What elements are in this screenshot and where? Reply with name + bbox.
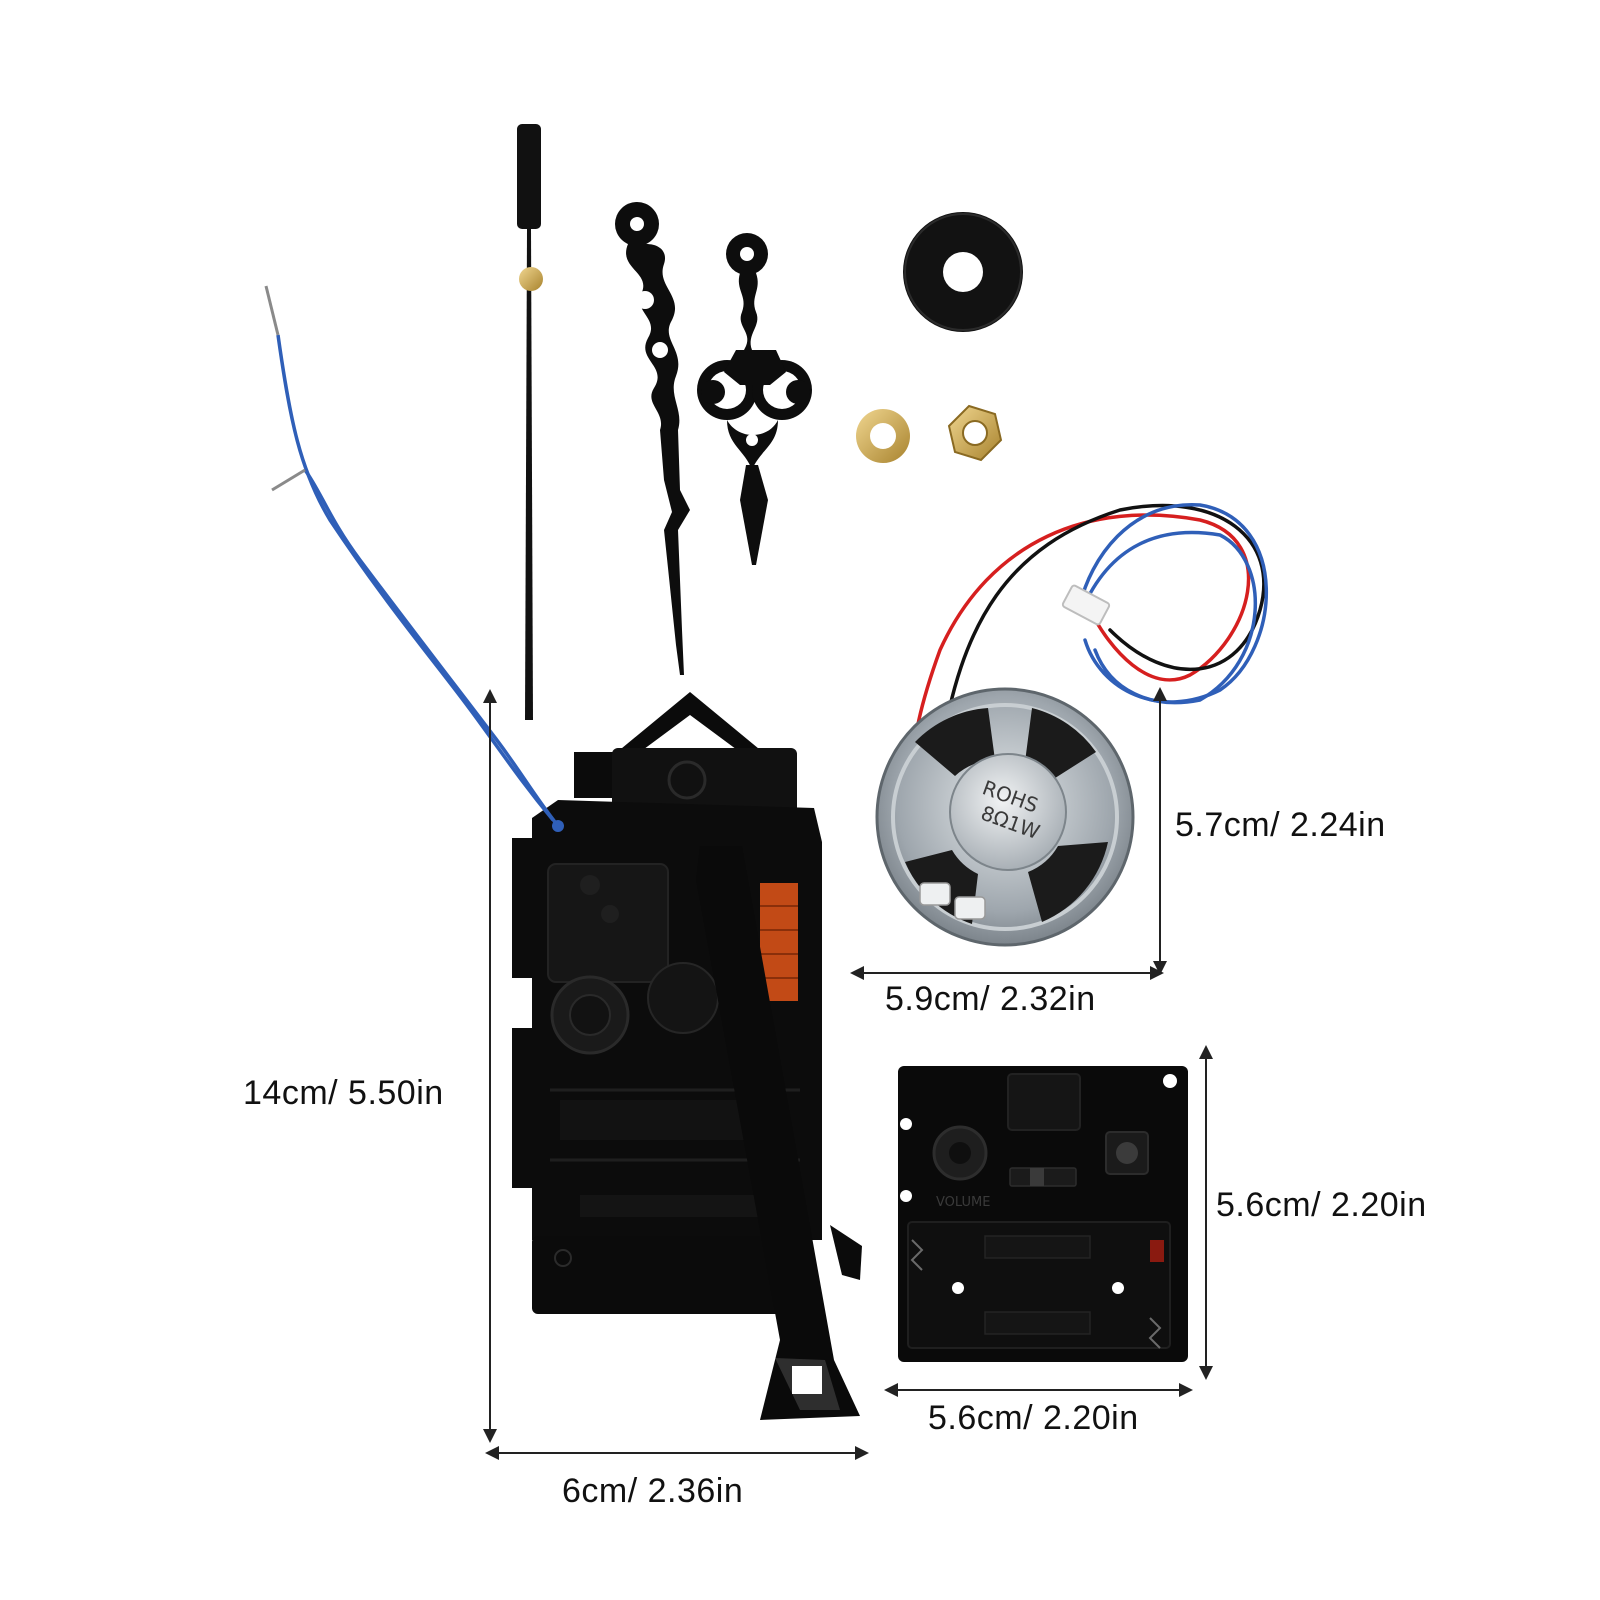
second-hand	[517, 124, 543, 720]
control-board: VOLUME	[898, 1066, 1188, 1362]
hex-nut	[947, 404, 1003, 462]
volume-label: VOLUME	[936, 1195, 990, 1210]
speaker: ROHS 8Ω1W	[875, 687, 1135, 947]
hour-hand	[615, 202, 690, 675]
speaker-height-label: 5.7cm/ 2.24in	[1175, 806, 1386, 844]
rubber-washer	[903, 212, 1023, 332]
brass-washer	[856, 409, 910, 463]
pendulum-movement	[264, 285, 862, 1420]
wire-connector	[1061, 584, 1111, 626]
minute-hand	[697, 233, 812, 565]
dimension-lines	[483, 687, 1213, 1460]
movement-height-label: 14cm/ 5.50in	[243, 1074, 444, 1112]
board-height-label: 5.6cm/ 2.20in	[1216, 1186, 1427, 1224]
movement-width-label: 6cm/ 2.36in	[562, 1472, 744, 1510]
speaker-width-label: 5.9cm/ 2.32in	[885, 980, 1096, 1018]
board-width-label: 5.6cm/ 2.20in	[928, 1399, 1139, 1437]
